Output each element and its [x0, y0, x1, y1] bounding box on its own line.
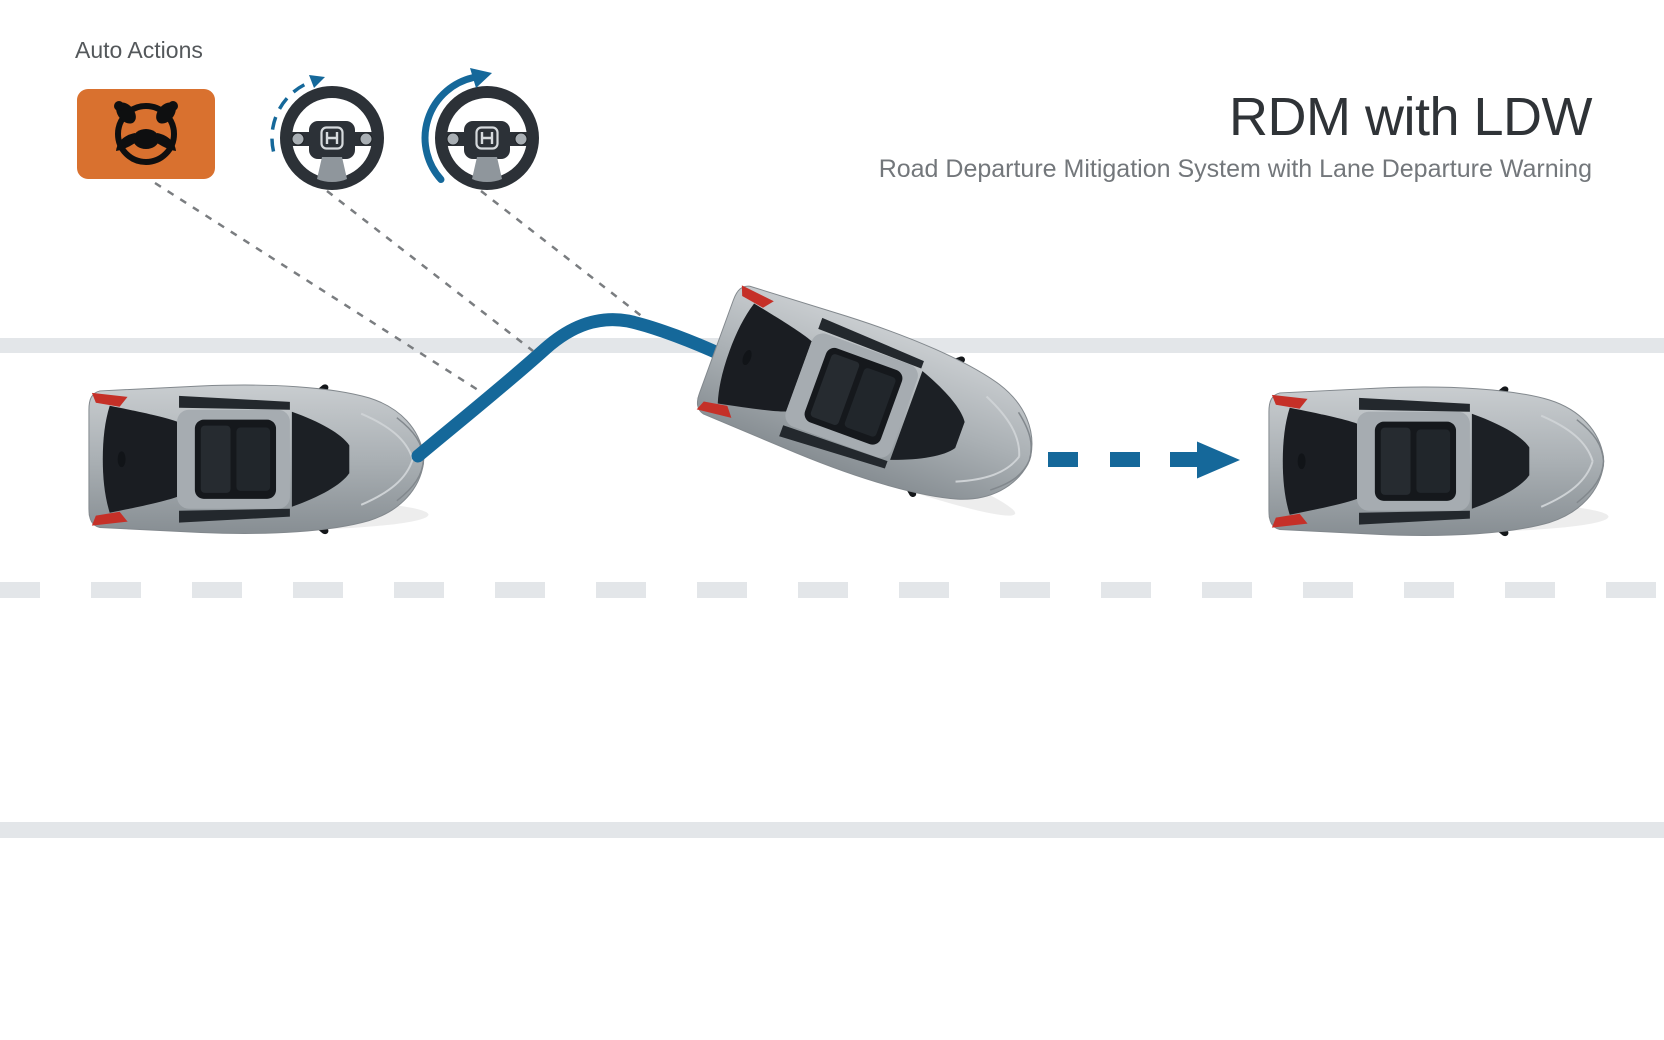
- connector-line-3: [480, 190, 645, 319]
- auto-actions-label: Auto Actions: [75, 37, 203, 63]
- auto-actions-icons: [77, 68, 533, 184]
- steering-hands-warning-icon: [77, 89, 215, 179]
- page-subtitle: Road Departure Mitigation System with La…: [878, 155, 1592, 183]
- travel-direction-arrow: [1048, 441, 1240, 479]
- header: RDM with LDW Road Departure Mitigation S…: [878, 86, 1593, 184]
- steering-wheel-large-correction-icon: [421, 68, 533, 184]
- recovery-path: [411, 313, 729, 463]
- connector-line-2: [326, 190, 534, 352]
- steering-wheel-small-correction-icon: [270, 75, 378, 184]
- icon-connector-lines: [154, 181, 645, 392]
- road-edge-bottom: [0, 822, 1664, 838]
- car-recovered-right: [1266, 385, 1610, 538]
- car-drifting-left: [86, 383, 430, 536]
- car-correcting-middle: [689, 275, 1061, 533]
- page-title: RDM with LDW: [1228, 87, 1593, 147]
- connector-line-1: [154, 181, 479, 392]
